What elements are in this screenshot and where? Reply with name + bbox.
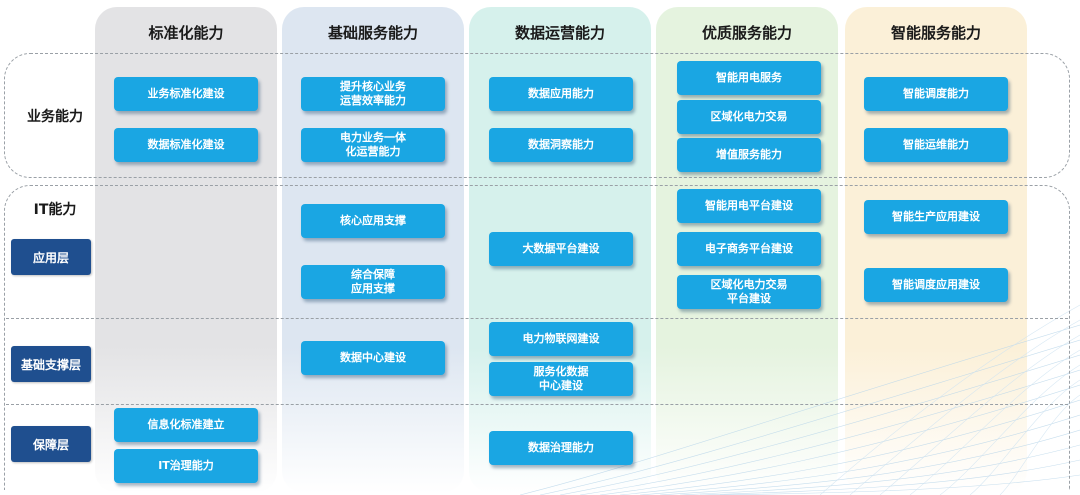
capability-box: 区域化电力交易 <box>677 100 821 134</box>
capability-box: 智能运维能力 <box>864 128 1008 162</box>
capability-box: 信息化标准建立 <box>114 408 258 442</box>
capability-box: 数据应用能力 <box>489 77 633 111</box>
capability-box: 智能用电服务 <box>677 61 821 95</box>
capability-box: 大数据平台建设 <box>489 232 633 266</box>
capability-box: 电力业务一体 化运营能力 <box>301 128 445 162</box>
base-support-layer-label: 基础支撑层 <box>11 346 91 382</box>
capability-box: 服务化数据 中心建设 <box>489 362 633 396</box>
capability-box: 数据标准化建设 <box>114 128 258 162</box>
capability-box: 数据治理能力 <box>489 431 633 465</box>
capability-box: 核心应用支撑 <box>301 204 445 238</box>
column-title-data-operation: 数据运营能力 <box>514 23 605 42</box>
base-guarantee-divider <box>6 404 1068 405</box>
app-base-divider <box>6 318 1068 319</box>
column-title-smart-service: 智能服务能力 <box>890 23 981 42</box>
capability-box: 综合保障 应用支撑 <box>301 265 445 299</box>
application-layer-label: 应用层 <box>11 239 91 275</box>
capability-box: 提升核心业务 运营效率能力 <box>301 77 445 111</box>
business-row-frame <box>4 53 1070 178</box>
it-capability-label: IT能力 <box>33 202 77 218</box>
capability-box: IT治理能力 <box>114 449 258 483</box>
capability-box: 电力物联网建设 <box>489 322 633 356</box>
capability-box: 智能生产应用建设 <box>864 200 1008 234</box>
guarantee-layer-label: 保障层 <box>11 426 91 462</box>
column-title-quality-service: 优质服务能力 <box>701 23 792 42</box>
column-title-basic-service: 基础服务能力 <box>327 23 418 42</box>
capability-box: 智能调度能力 <box>864 77 1008 111</box>
capability-box: 数据洞察能力 <box>489 128 633 162</box>
capability-box: 区域化电力交易 平台建设 <box>677 275 821 309</box>
capability-box: 业务标准化建设 <box>114 77 258 111</box>
capability-box: 智能调度应用建设 <box>864 268 1008 302</box>
capability-box: 智能用电平台建设 <box>677 189 821 223</box>
capability-box: 数据中心建设 <box>301 341 445 375</box>
column-title-standardization: 标准化能力 <box>148 23 224 42</box>
capability-box: 电子商务平台建设 <box>677 232 821 266</box>
capability-box: 增值服务能力 <box>677 138 821 172</box>
it-row-frame <box>4 185 1070 490</box>
business-capability-label: 业务能力 <box>27 109 83 125</box>
